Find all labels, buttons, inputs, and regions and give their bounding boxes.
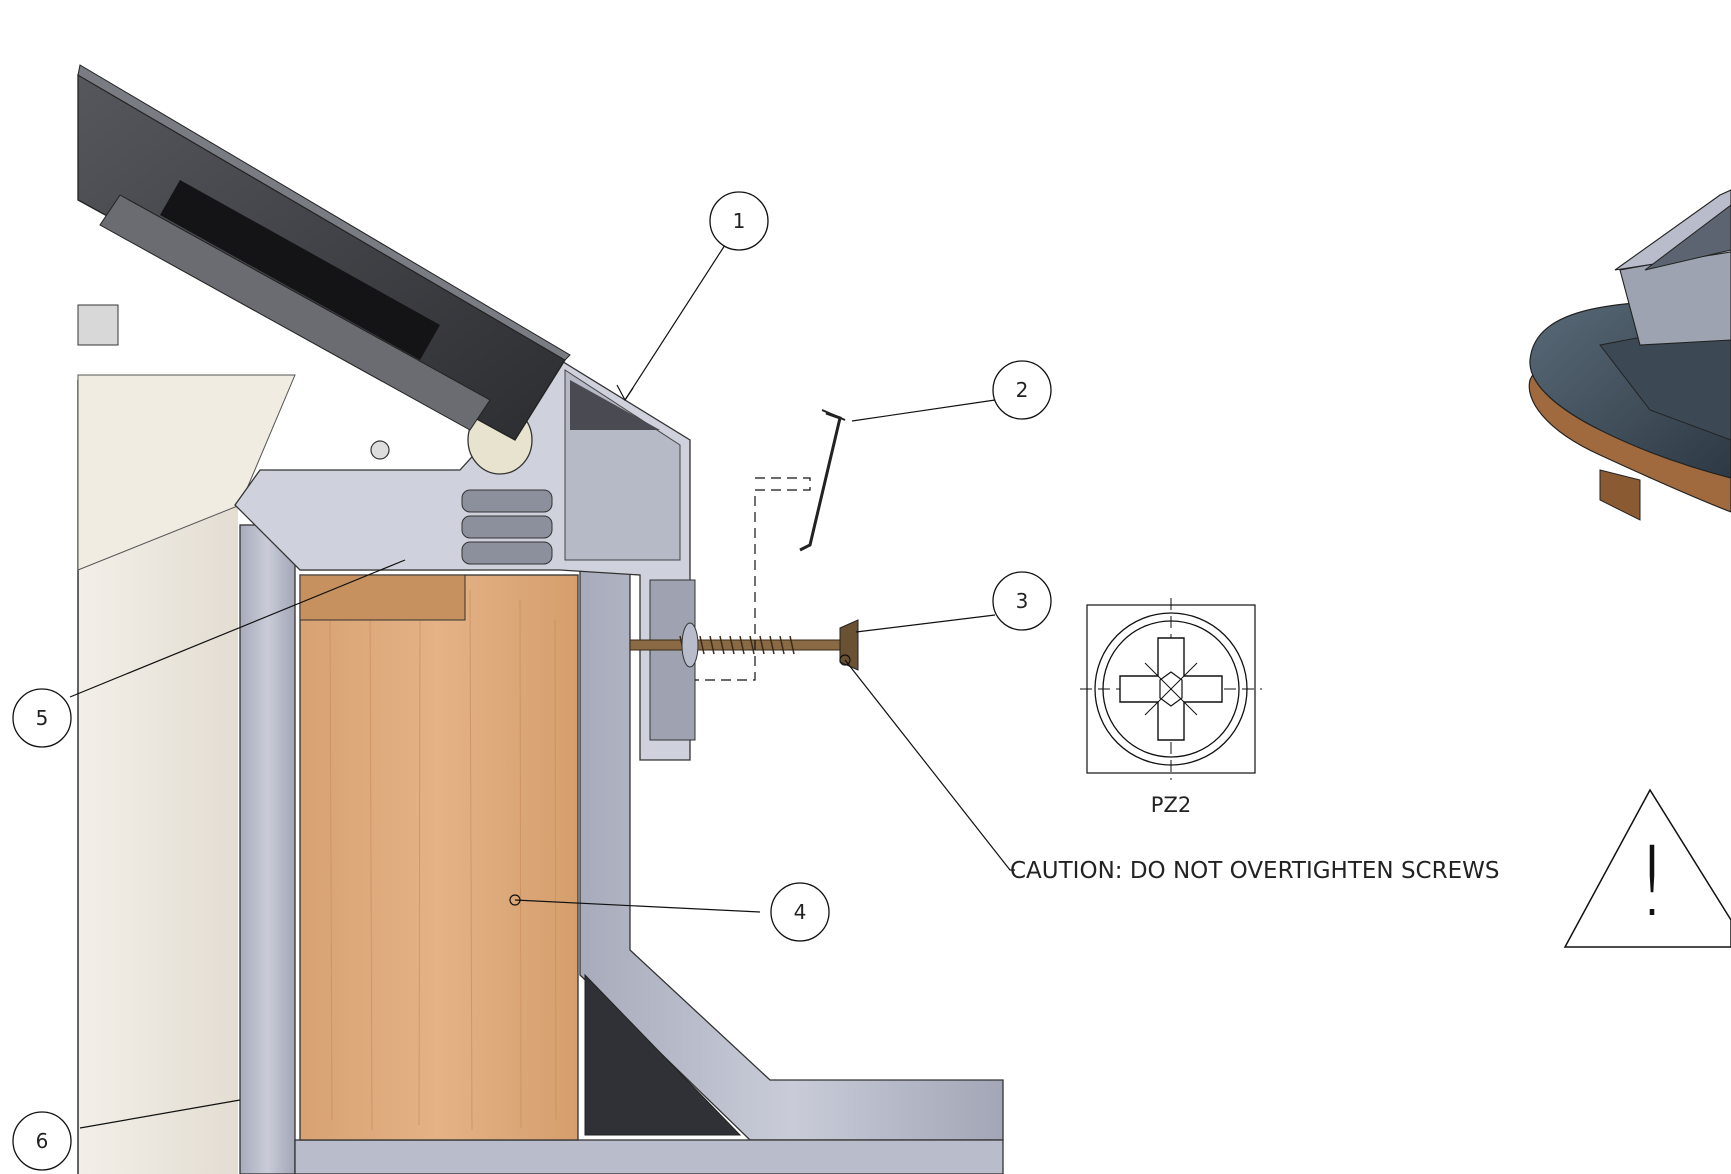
glazing-black-core	[160, 180, 440, 360]
retaining-clip	[799, 409, 846, 552]
timber-packer	[299, 574, 466, 621]
gasket-bead	[77, 304, 119, 346]
glazing-inner-bar	[99, 194, 491, 431]
balloon-3-label: 3	[1016, 589, 1029, 613]
gasket-stack	[461, 489, 553, 565]
balloon-4: 4	[770, 882, 830, 942]
balloon-6-label: 6	[36, 1129, 49, 1153]
frame-dark-chamber	[570, 380, 660, 430]
pz2-drive-detail: PZ2	[1080, 598, 1262, 817]
glazing-cap	[77, 64, 571, 361]
balloon-1: 1	[709, 191, 769, 251]
clip-location-dashed	[695, 477, 811, 681]
corner-bracket	[584, 973, 742, 1136]
balloon-2-label: 2	[1016, 378, 1029, 402]
balloon-5: 5	[12, 688, 72, 748]
warning-triangle-icon: !	[1563, 788, 1731, 948]
balloon-1-label: 1	[733, 209, 746, 233]
warning-symbol: !	[1633, 826, 1671, 938]
pz2-label: PZ2	[1151, 793, 1191, 817]
balloon-5-label: 5	[36, 706, 49, 730]
balloon-3: 3	[992, 571, 1052, 631]
balloon-6: 6	[12, 1111, 72, 1171]
timber-insert	[299, 574, 579, 1141]
balloon-4-label: 4	[794, 900, 807, 924]
fixing-screw	[629, 619, 859, 671]
leader-lines	[69, 244, 1015, 1129]
section-view	[77, 64, 1004, 1174]
kerb-base	[294, 1139, 1004, 1174]
kerb-inner-leg	[239, 524, 296, 1174]
isometric-view	[1528, 189, 1731, 521]
caution-note: CAUTION: DO NOT OVERTIGHTEN SCREWS	[1010, 858, 1499, 884]
balloon-2: 2	[992, 360, 1052, 420]
fixing-bolt	[370, 440, 390, 460]
